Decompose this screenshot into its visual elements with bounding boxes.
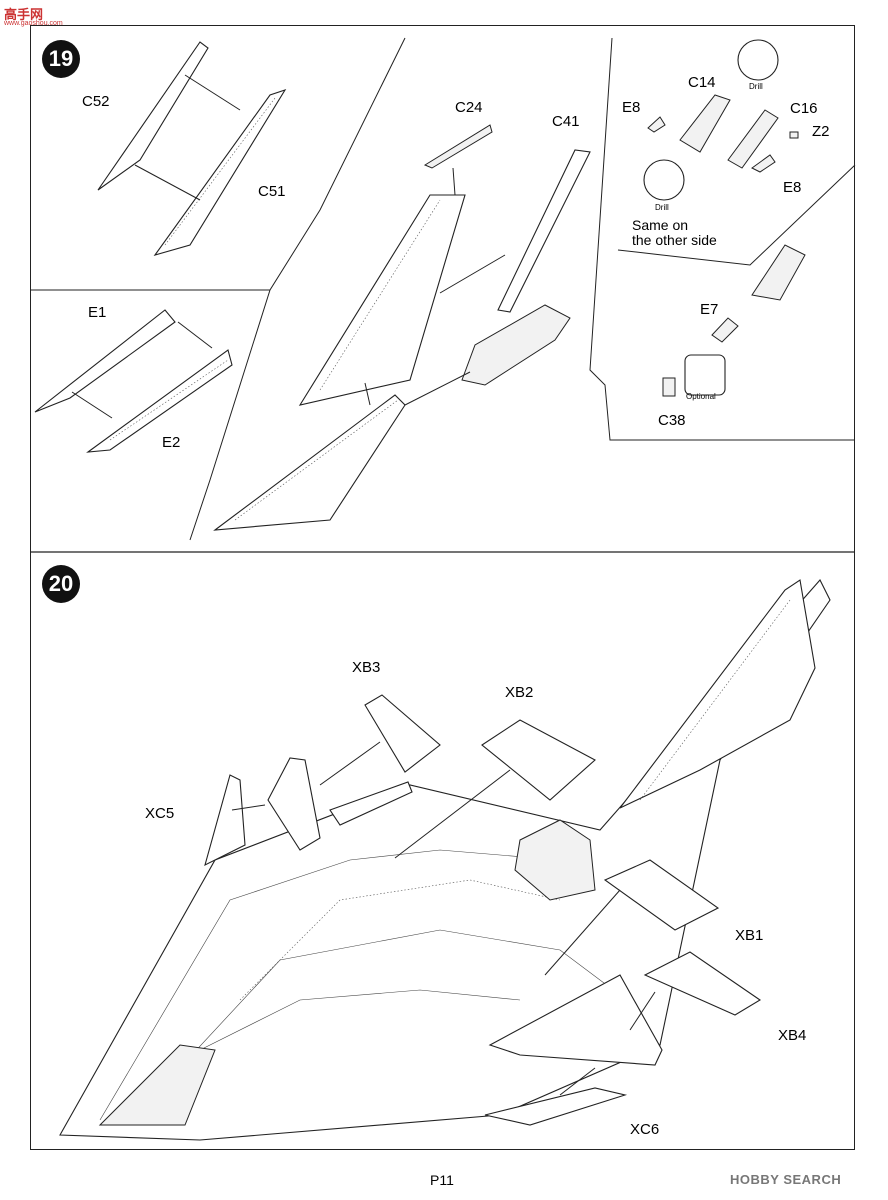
part-label-xc6: XC6: [630, 1121, 660, 1138]
drill-symbol-b: [643, 159, 685, 201]
part-c16-shape: [727, 109, 779, 169]
part-label-e8-b: E8: [783, 179, 802, 196]
part-xb1-shape: [603, 859, 720, 931]
cockpit: [98, 1044, 216, 1126]
part-label-c24: C24: [455, 99, 483, 116]
part-tail-fin: [298, 194, 466, 406]
part-label-e7: E7: [700, 301, 719, 318]
part-label-c52: C52: [82, 93, 110, 110]
part-label-e8-a: E8: [622, 99, 641, 116]
part-c41-shape: [497, 149, 591, 313]
part-fairing: [461, 304, 571, 386]
part-e2-shape: [86, 349, 233, 453]
inset-border: [589, 37, 855, 441]
part-e8-b-shape: [751, 154, 776, 173]
part-e8-a-shape: [647, 116, 666, 133]
part-xc5-shape: [204, 774, 246, 867]
optional-label: Optional: [686, 392, 716, 401]
optional-symbol: [684, 354, 726, 396]
part-c24-shape: [423, 124, 493, 169]
part-label-xb4: XB4: [778, 1027, 807, 1044]
drill-symbol-a: [737, 39, 779, 81]
part-label-e2: E2: [162, 434, 181, 451]
part-e1-shape: [34, 309, 176, 413]
part-label-xb1: XB1: [735, 927, 764, 944]
part-tail-base: [213, 394, 406, 531]
part-label-c51: C51: [258, 183, 286, 200]
part-label-xb2: XB2: [505, 684, 534, 701]
step-20-badge: 20: [42, 565, 80, 603]
intake-spine: [329, 781, 413, 826]
part-label-z2: Z2: [812, 123, 830, 140]
instruction-frame: [30, 25, 855, 1150]
drill-label-b: Drill: [655, 203, 669, 212]
part-e7-shape: [711, 317, 739, 343]
note-line-2: the other side: [632, 232, 717, 248]
inset-divider: [617, 164, 856, 266]
part-label-c38: C38: [658, 412, 686, 429]
vertical-fin-stub: [267, 757, 321, 851]
watermark-logo: 高手网: [4, 7, 44, 22]
part-label-c14: C14: [688, 74, 716, 91]
same-other-side-note: Same on the other side: [632, 218, 717, 248]
part-xb4-shape: [643, 951, 762, 1016]
drill-label-a: Drill: [749, 82, 763, 91]
part-z2-shape: [789, 131, 799, 139]
part-inset-assembly: [751, 244, 806, 301]
page-number: P11: [430, 1172, 454, 1188]
part-c38-shape: [662, 377, 676, 397]
brand-watermark: HOBBY SEARCH: [730, 1172, 842, 1187]
part-c52-shape: [97, 41, 209, 191]
note-line-1: Same on: [632, 217, 689, 233]
part-label-e1: E1: [88, 304, 107, 321]
engine-nozzle: [514, 819, 596, 901]
step-19-badge: 19: [42, 40, 80, 78]
horizontal-stabilizer: [488, 974, 663, 1066]
watermark-url: www.gaoshou.com: [4, 20, 63, 27]
part-c51-shape: [153, 89, 287, 256]
part-label-xc5: XC5: [145, 805, 175, 822]
part-xb2-shape: [481, 719, 596, 801]
part-label-c16: C16: [790, 100, 818, 117]
part-xb3-shape: [364, 694, 441, 773]
tail-assembly-20: [619, 579, 816, 809]
part-c14-shape: [679, 94, 731, 153]
part-xc6-shape: [484, 1087, 628, 1126]
part-label-c41: C41: [552, 113, 580, 130]
part-label-xb3: XB3: [352, 659, 381, 676]
